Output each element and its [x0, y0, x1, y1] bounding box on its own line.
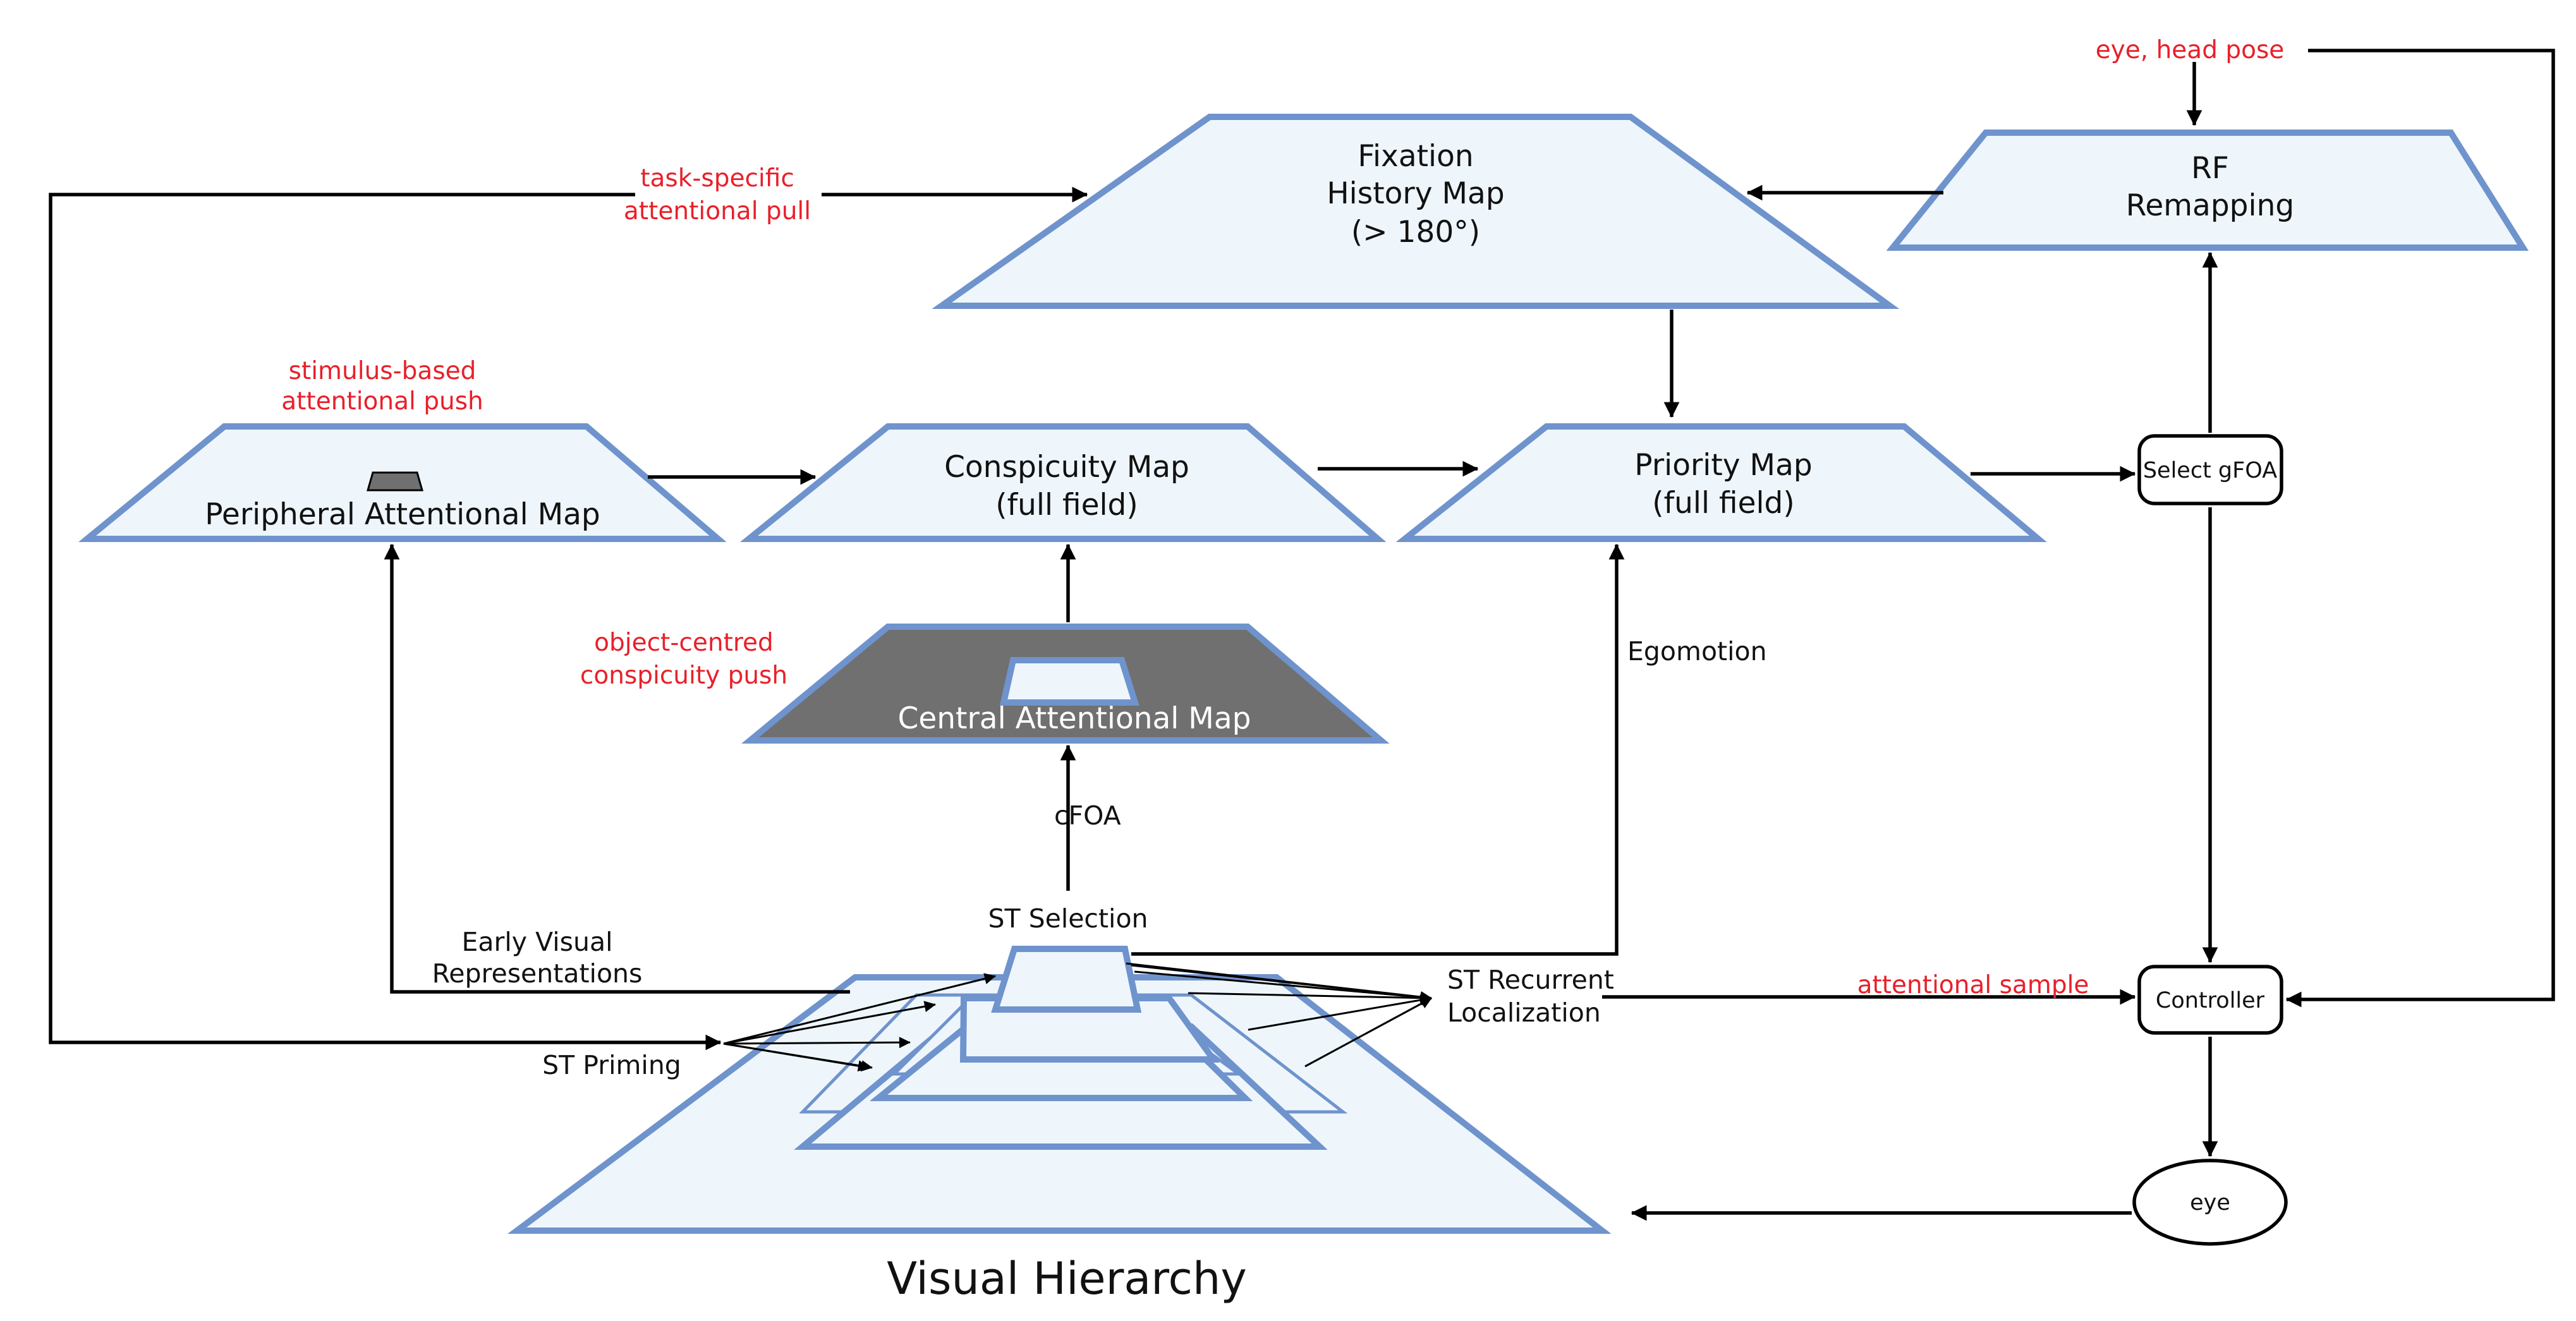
task-specific-annotation-1: task-specific: [640, 164, 794, 193]
select-gfoa-label: Select gFOA: [2143, 458, 2277, 483]
st-recurrent-label-1: ST Recurrent: [1447, 965, 1614, 995]
peripheral-map-label: Peripheral Attentional Map: [205, 497, 600, 532]
conspicuity-map: [739, 423, 1387, 542]
fixation-map-line2: History Map: [1327, 176, 1504, 211]
visual-hierarchy-title: Visual Hierarchy: [887, 1253, 1247, 1305]
eye-node: [2132, 1159, 2288, 1246]
st-priming-fan: [723, 973, 996, 1072]
fixation-map-line3: (> 180°): [1351, 215, 1480, 250]
hierarchy-layer-5: [991, 946, 1142, 1013]
peripheral-map-marker: [367, 471, 423, 492]
fixation-map-line1: Fixation: [1358, 139, 1473, 174]
object-centred-annotation-2: conspicuity push: [580, 661, 787, 690]
arrow-headpose-controller: [2285, 49, 2555, 1008]
priority-map-line2: (full field): [1652, 486, 1794, 521]
eye-label: eye: [2190, 1190, 2230, 1215]
fixation-history-map: [932, 114, 1900, 309]
cfoa-label: cFOA: [1054, 800, 1121, 831]
arrow-early-peripheral: [384, 543, 850, 994]
st-selection-label: ST Selection: [988, 903, 1148, 934]
rf-map-line1: RF: [2191, 151, 2229, 186]
st-priming-label: ST Priming: [542, 1050, 681, 1080]
priority-map: [1395, 423, 2047, 542]
rf-remapping-map: [1886, 130, 2529, 251]
rf-map-line2: Remapping: [2126, 188, 2294, 223]
central-map-window: [999, 657, 1139, 706]
eye-head-pose-annotation: eye, head pose: [2096, 36, 2285, 64]
arrow-left-loop: [49, 193, 722, 1051]
controller-node: [2137, 965, 2283, 1035]
attentional-sample-annotation: attentional sample: [1857, 971, 2089, 999]
conspicuity-map-line2: (full field): [995, 488, 1138, 522]
conspicuity-map-line1: Conspicuity Map: [944, 450, 1189, 485]
st-recurrent-label-2: Localization: [1447, 998, 1601, 1028]
select-gfoa-node: [2137, 434, 2283, 505]
stimulus-based-annotation-2: attentional push: [281, 387, 483, 416]
priority-map-line1: Priority Map: [1634, 448, 1812, 483]
task-specific-annotation-2: attentional pull: [624, 197, 811, 226]
early-visual-label-1: Early Visual: [462, 927, 613, 957]
early-visual-label-2: Representations: [432, 958, 643, 989]
arrow-egomotion-priority: [1131, 543, 1625, 956]
st-recurrent-fan: [1126, 962, 1432, 1068]
central-map-label: Central Attentional Map: [898, 701, 1251, 736]
controller-label: Controller: [2156, 988, 2265, 1013]
visual-hierarchy-pyramid: [507, 946, 1612, 1234]
object-centred-annotation-1: object-centred: [594, 629, 774, 657]
egomotion-label: Egomotion: [1627, 636, 1767, 667]
stimulus-based-annotation-1: stimulus-based: [289, 357, 477, 385]
